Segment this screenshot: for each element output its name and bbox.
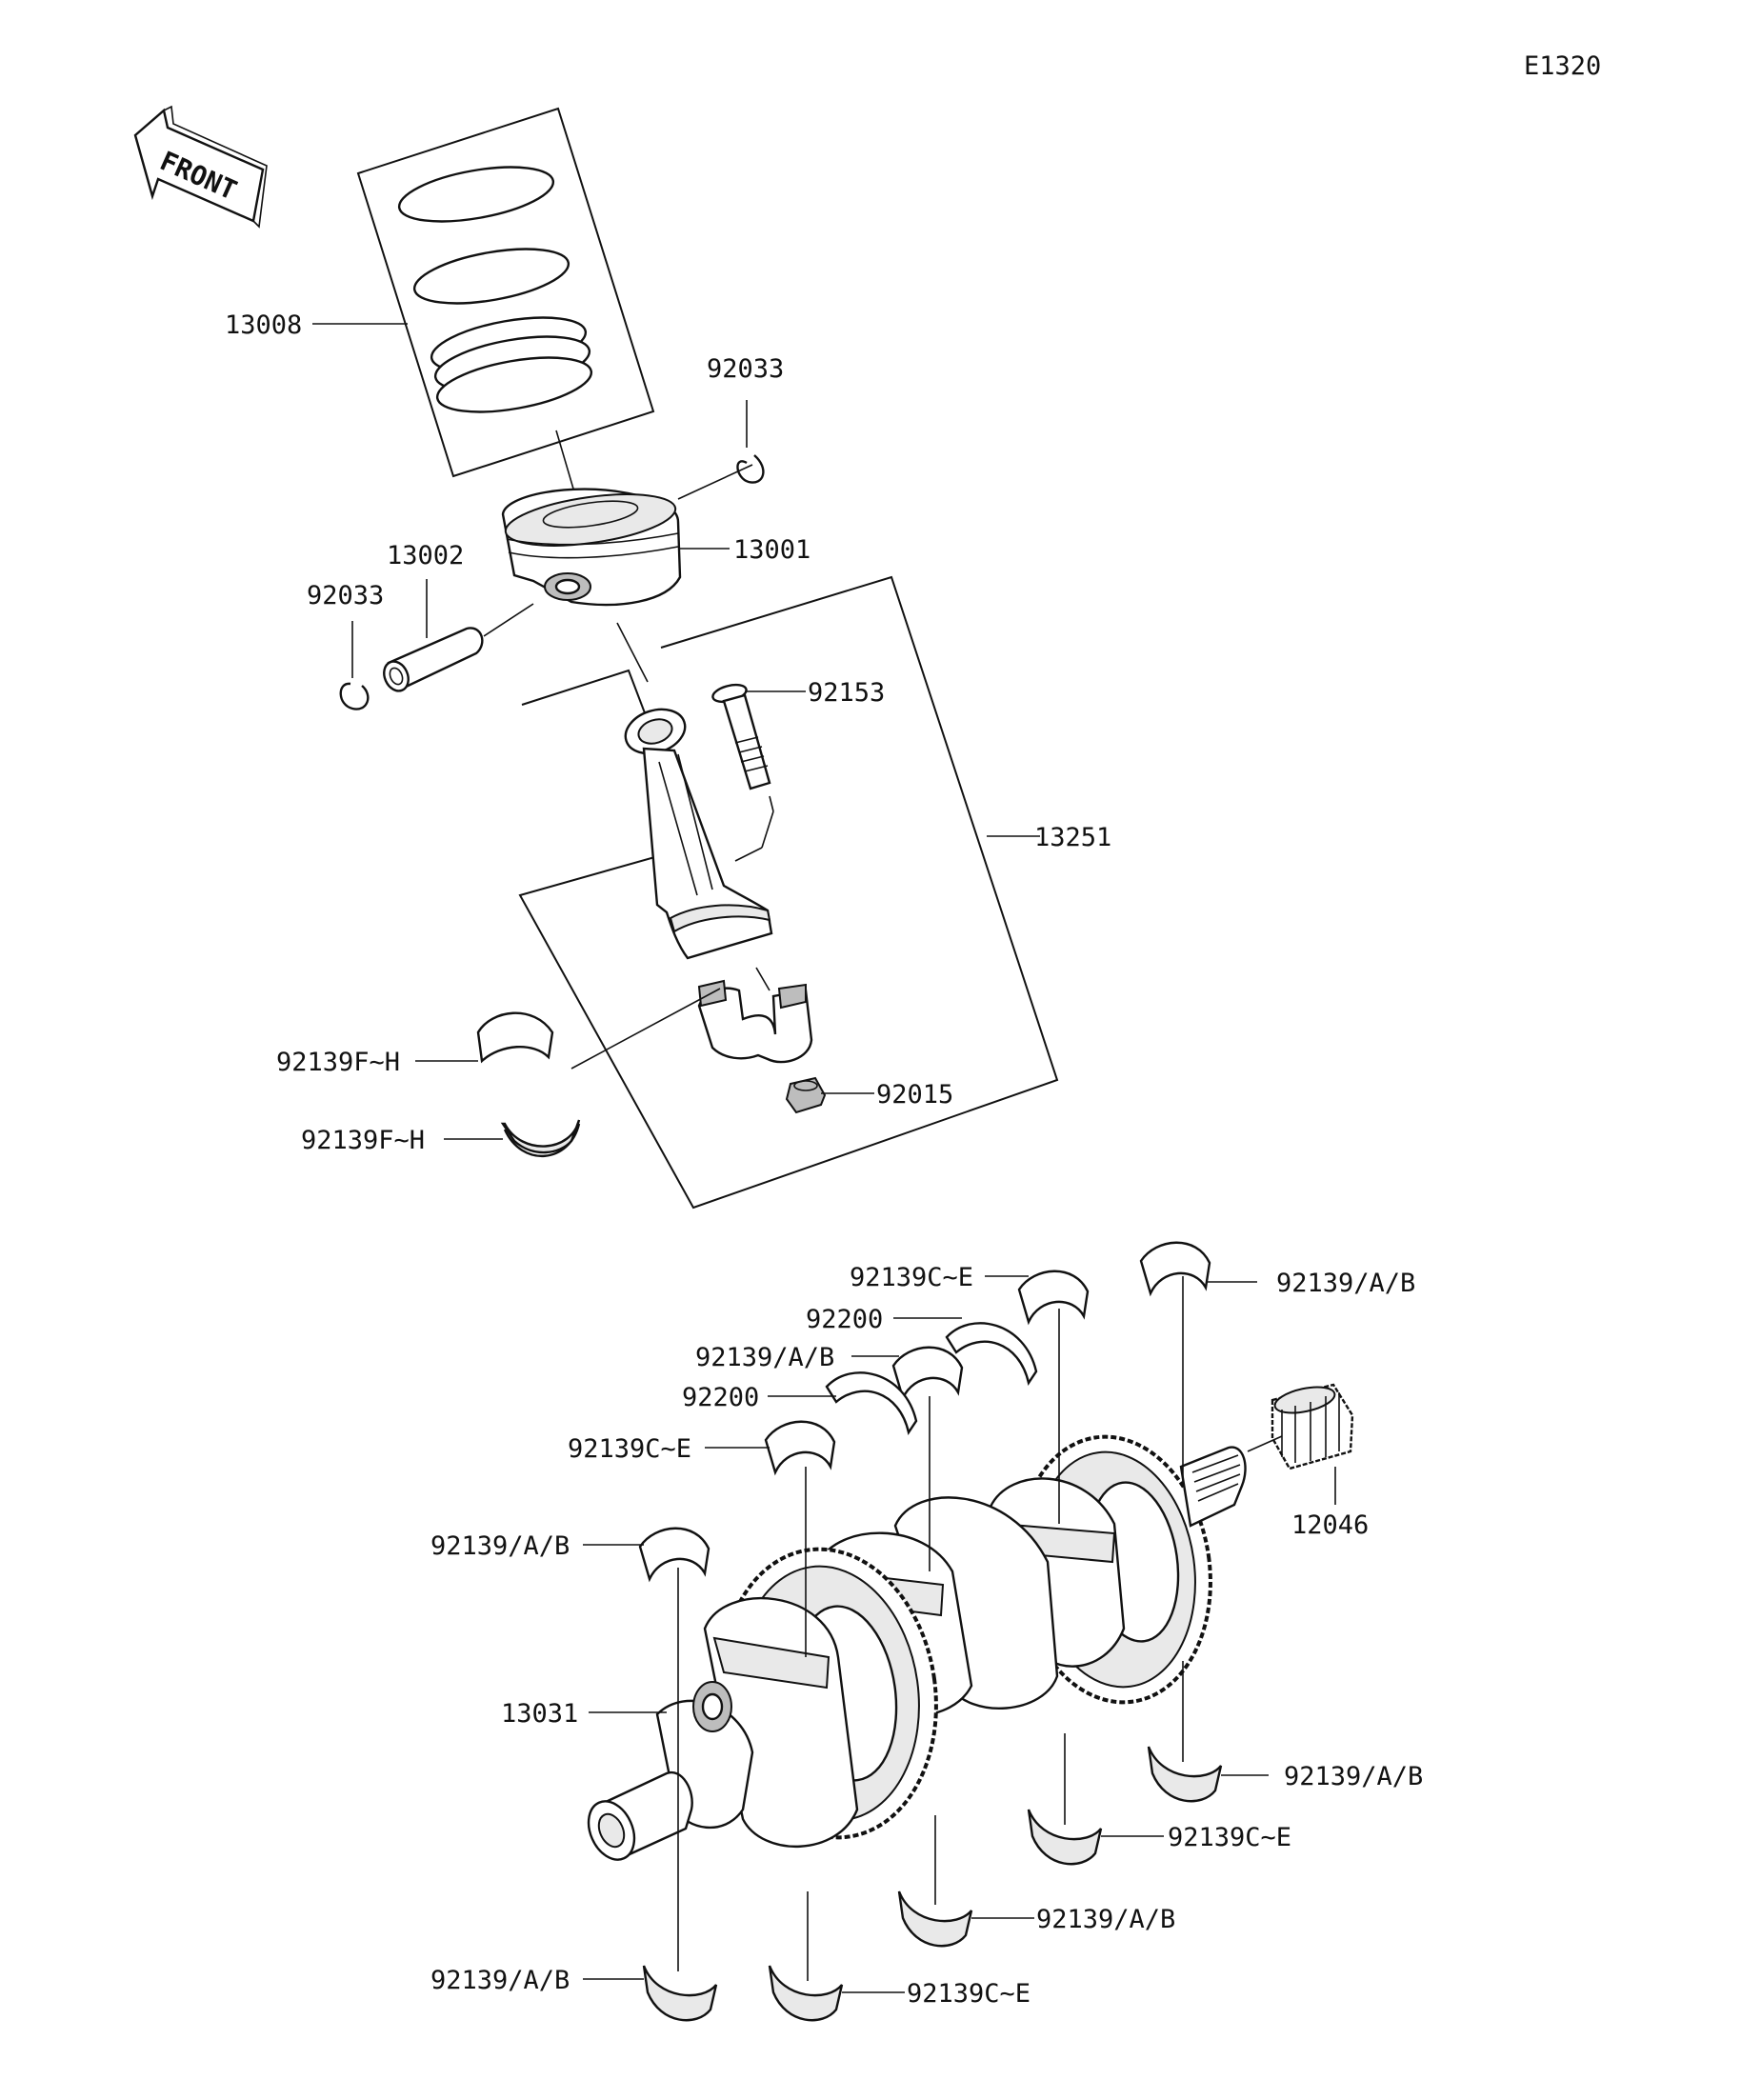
callout-connecting-rod: 13251: [1034, 823, 1111, 852]
rod-bolt: [711, 683, 771, 790]
piston: [501, 488, 682, 607]
diagram-code: E1320: [1524, 51, 1601, 81]
main-bearing-top-3: [764, 1420, 836, 1476]
callout-piston-rings: 13008: [225, 310, 302, 340]
thrust-washer-1: [945, 1322, 1038, 1386]
main-bearing-top-left: [638, 1527, 710, 1583]
callout-main-bearing-top-1: 92139C~E: [850, 1263, 973, 1292]
callout-piston-pin: 13002: [387, 541, 464, 570]
circlip-upper: [736, 454, 765, 484]
callout-main-bearing-bot-2: 92139C~E: [907, 1979, 1031, 2009]
callout-circlip-lower: 92033: [307, 581, 384, 610]
callout-main-bearing-bot-right: 92139/A/B: [1284, 1762, 1423, 1791]
callout-main-bearing-bot-4: 92139C~E: [1168, 1823, 1291, 1852]
callout-main-bearing-top-3: 92139C~E: [568, 1434, 691, 1464]
callout-rod-bearing-lower: 92139F~H: [301, 1126, 425, 1155]
piston-pin: [383, 627, 484, 692]
callout-crankshaft: 13031: [501, 1699, 578, 1729]
callout-sprocket: 12046: [1291, 1510, 1369, 1540]
main-bearing-bot-right: [1147, 1746, 1223, 1803]
callout-main-bearing-top-left: 92139/A/B: [430, 1531, 570, 1561]
connecting-rod: [624, 708, 773, 960]
circlip-lower: [339, 682, 370, 710]
rod-bearing-upper: [476, 1011, 554, 1064]
main-bearing-bot-2: [768, 1965, 844, 2022]
callout-main-bearing-bot-3: 92139/A/B: [1036, 1905, 1175, 1934]
callout-rod-bearing-upper: 92139F~H: [276, 1048, 400, 1077]
main-bearing-top-right: [1139, 1241, 1211, 1297]
main-bearing-top-1: [1017, 1270, 1090, 1326]
rod-cap: [697, 979, 813, 1064]
callout-thrust-washer-1: 92200: [806, 1305, 883, 1334]
callout-main-bearing-top-2: 92139/A/B: [695, 1343, 834, 1372]
main-bearing-bot-3: [897, 1890, 973, 1948]
main-bearing-bot-4: [1027, 1809, 1103, 1866]
callout-main-bearing-bot-1: 92139/A/B: [430, 1966, 570, 1995]
crankshaft: [587, 1434, 1247, 1861]
front-arrow-icon: FRONT: [133, 105, 268, 229]
callout-circlip-upper: 92033: [707, 354, 784, 384]
main-bearing-top-2: [891, 1346, 964, 1402]
sprocket: [1271, 1383, 1354, 1470]
rod-nut: [785, 1076, 827, 1114]
main-bearing-bot-1: [642, 1965, 718, 2022]
callout-thrust-washer-2: 92200: [682, 1383, 759, 1412]
thrust-washer-2: [825, 1371, 918, 1435]
callout-piston: 13001: [733, 535, 810, 565]
piston-rings: [356, 107, 655, 478]
rod-bearing-lower: [500, 1119, 581, 1154]
connecting-rod-box: [518, 575, 1059, 1210]
callout-rod-bolt: 92153: [808, 678, 885, 708]
callout-main-bearing-top-right: 92139/A/B: [1276, 1269, 1415, 1298]
callout-rod-nut: 92015: [876, 1080, 953, 1110]
